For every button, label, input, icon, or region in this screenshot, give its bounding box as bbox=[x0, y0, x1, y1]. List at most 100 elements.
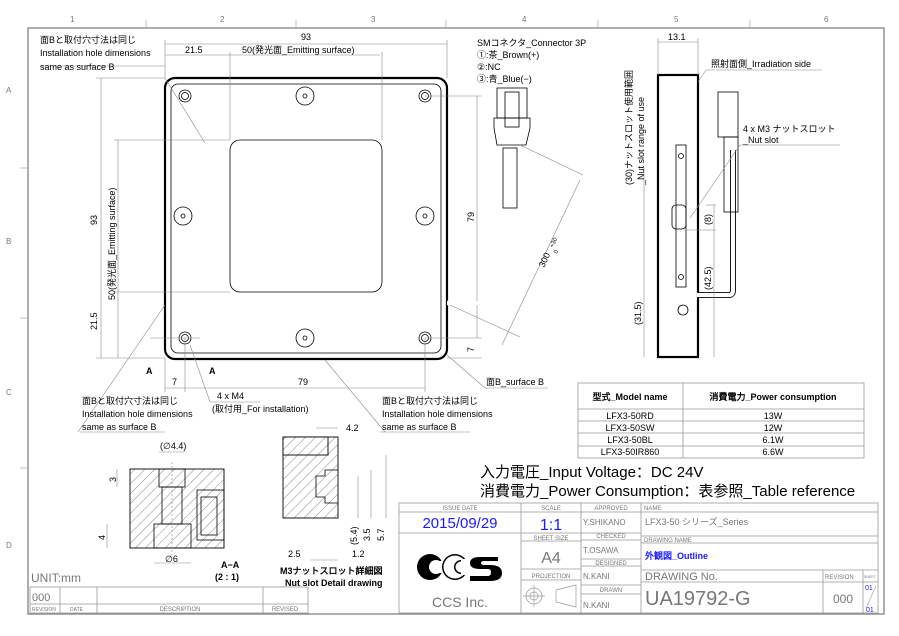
dim-79-v: 79 bbox=[466, 212, 476, 222]
dia-bottom: ∅6 bbox=[165, 554, 178, 564]
dim-31-5: (31.5) bbox=[633, 301, 643, 325]
drawing-name-label: DRAWING NAME bbox=[644, 538, 692, 544]
scale-value: 1:1 bbox=[540, 517, 562, 534]
cell-model: LFX3-50IR860 bbox=[601, 447, 660, 457]
issue-date: 2015/09/29 bbox=[422, 515, 497, 532]
company-name: CCS Inc. bbox=[432, 594, 488, 610]
front-view: 93 21.5 50(発光面_Emitting surface) 面Bと取付穴寸… bbox=[40, 32, 548, 433]
section-scale: (2 : 1) bbox=[215, 572, 239, 582]
dim-7-h: 7 bbox=[172, 377, 177, 387]
dim-3: 3 bbox=[108, 477, 118, 482]
zone-row-d: D bbox=[6, 541, 12, 550]
nut-slot-range-1: (30)ナットスロット使用範囲 bbox=[623, 70, 634, 185]
revision-value: 000 bbox=[833, 592, 853, 606]
zone-row-a: A bbox=[6, 86, 12, 95]
designed-name: N.KANI bbox=[583, 572, 610, 581]
note-top-2: Installation hole dimensions bbox=[40, 48, 151, 58]
zone-col-2: 2 bbox=[220, 15, 225, 24]
dim-42-5: (42.5) bbox=[703, 266, 713, 290]
drawing-frame bbox=[27, 27, 885, 615]
table-row: LFX3-50RD 13W bbox=[606, 411, 783, 421]
dim-8: (8) bbox=[703, 214, 713, 225]
cell-model: LFX3-50BL bbox=[607, 435, 653, 445]
dim-1-2: 1.2 bbox=[352, 549, 365, 559]
note-left-2: Installation hole dimensions bbox=[82, 409, 193, 419]
dim-height: 93 bbox=[89, 215, 99, 225]
dim-79-h: 79 bbox=[298, 377, 308, 387]
note-top-1: 面Bと取付穴寸法は同じ bbox=[40, 34, 136, 45]
power-table: 型式_Model name 消費電力_Power consumption LFX… bbox=[577, 382, 865, 459]
nut-detail-title-1: M3ナットスロット詳細図 bbox=[280, 565, 383, 576]
nut-slot-label-2: _Nut slot bbox=[742, 135, 779, 145]
dim-emitting: 50(発光面_Emitting surface) bbox=[242, 44, 355, 55]
rev-header-date: DATE bbox=[70, 607, 84, 613]
dim-offset: 21.5 bbox=[185, 45, 203, 55]
zone-row-c: C bbox=[6, 388, 12, 397]
note-right-1: 面Bと取付穴寸法は同じ bbox=[382, 395, 478, 406]
dim-5-4: (5.4) bbox=[349, 526, 359, 545]
note-left-1: 面Bと取付穴寸法は同じ bbox=[82, 395, 178, 406]
series-name: LFX3-50 シリーズ_Series bbox=[645, 516, 749, 527]
cable-tol-plus: +30 bbox=[549, 236, 559, 248]
dim-5-7: 5.7 bbox=[376, 528, 386, 541]
dim-2-5: 2.5 bbox=[288, 549, 301, 559]
section-aa: (∅4.4) ∅6 3 4 A−A (2 : 1) bbox=[97, 441, 240, 582]
approved-name: Y.SHIKANO bbox=[583, 518, 626, 527]
spec-power-consumption: 消費電力_Power Consumption：表参照_Table referen… bbox=[480, 483, 855, 500]
sheet-size-label: SHEET SIZE bbox=[534, 536, 569, 542]
emitting-surface bbox=[229, 139, 383, 293]
revision-label: REVISION bbox=[825, 575, 854, 581]
note-left-3: same as surface B bbox=[82, 422, 157, 432]
cell-model: LFX3-50SW bbox=[605, 423, 655, 433]
section-title: A−A bbox=[221, 560, 240, 570]
rev-header-description: DESCRIPTION bbox=[159, 607, 200, 613]
drawing-no: UA19792-G bbox=[645, 588, 751, 610]
scale-label: SCALE bbox=[541, 506, 561, 512]
connector-cable: 300 +30 0 SMコネクタ_Connector 3P ①:茶_Brown(… bbox=[447, 38, 586, 346]
rev-header-revision: REVISION bbox=[32, 607, 56, 613]
revision-block: UNIT:mm 000 REVISION DATE DESCRIPTION RE… bbox=[29, 571, 309, 614]
zone-row-b: B bbox=[6, 237, 11, 246]
cell-power: 12W bbox=[764, 423, 783, 433]
cable-length: 300 bbox=[537, 251, 552, 269]
cable-tol-minus: 0 bbox=[553, 249, 560, 255]
zone-col-1: 1 bbox=[70, 15, 75, 24]
sheet-total: 01 bbox=[866, 607, 874, 614]
table-header-power: 消費電力_Power consumption bbox=[709, 391, 836, 402]
connector-line-4: ③:青_Blue(−) bbox=[477, 73, 532, 84]
projection-symbol-icon bbox=[523, 584, 577, 608]
cell-power: 6.1W bbox=[762, 435, 784, 445]
zone-col-4: 4 bbox=[522, 15, 527, 24]
cell-model: LFX3-50RD bbox=[606, 411, 654, 421]
dim-7-v: 7 bbox=[466, 347, 476, 352]
designed-label: DESIGNED bbox=[595, 561, 627, 567]
drawing-name: 外観図_Outline bbox=[644, 550, 708, 561]
approved-label: APPROVED bbox=[594, 506, 628, 512]
sheet-number: 01 bbox=[865, 585, 873, 592]
spec-input-voltage: 入力電圧_Input Voltage：DC 24V bbox=[480, 464, 703, 481]
cell-power: 13W bbox=[764, 411, 783, 421]
drawn-label: DRAWN bbox=[600, 588, 622, 594]
drawn-name: N.KANI bbox=[583, 601, 610, 610]
rev-header-revised: REVISED bbox=[272, 607, 299, 613]
name-label: NAME bbox=[644, 506, 661, 512]
table-row: LFX3-50SW 12W bbox=[605, 423, 782, 433]
dim-offset-v: 21.5 bbox=[89, 312, 99, 330]
note-right-2: Installation hole dimensions bbox=[382, 409, 493, 419]
zone-col-5: 5 bbox=[674, 15, 679, 24]
nut-slot-detail: 4.2 2.5 1.2 (5.4) 3.5 5.7 M3ナットスロット詳細図 _… bbox=[279, 423, 387, 588]
issue-date-label: ISSUE DATE bbox=[442, 506, 477, 512]
checked-name: T.OSAWA bbox=[583, 546, 619, 555]
connector-line-1: SMコネクタ_Connector 3P bbox=[477, 38, 586, 48]
table-header-model: 型式_Model name bbox=[592, 391, 667, 402]
unit-label: UNIT:mm bbox=[31, 571, 81, 585]
section-mark-left: A bbox=[146, 366, 153, 376]
sheet-label: SHEET bbox=[864, 575, 877, 579]
zone-col-6: 6 bbox=[824, 15, 829, 24]
dim-width: 93 bbox=[301, 32, 311, 42]
dia-top: (∅4.4) bbox=[160, 441, 186, 451]
section-mark-right: A bbox=[209, 366, 216, 376]
irradiation-label: 照射面側_Irradiation side bbox=[711, 58, 811, 69]
